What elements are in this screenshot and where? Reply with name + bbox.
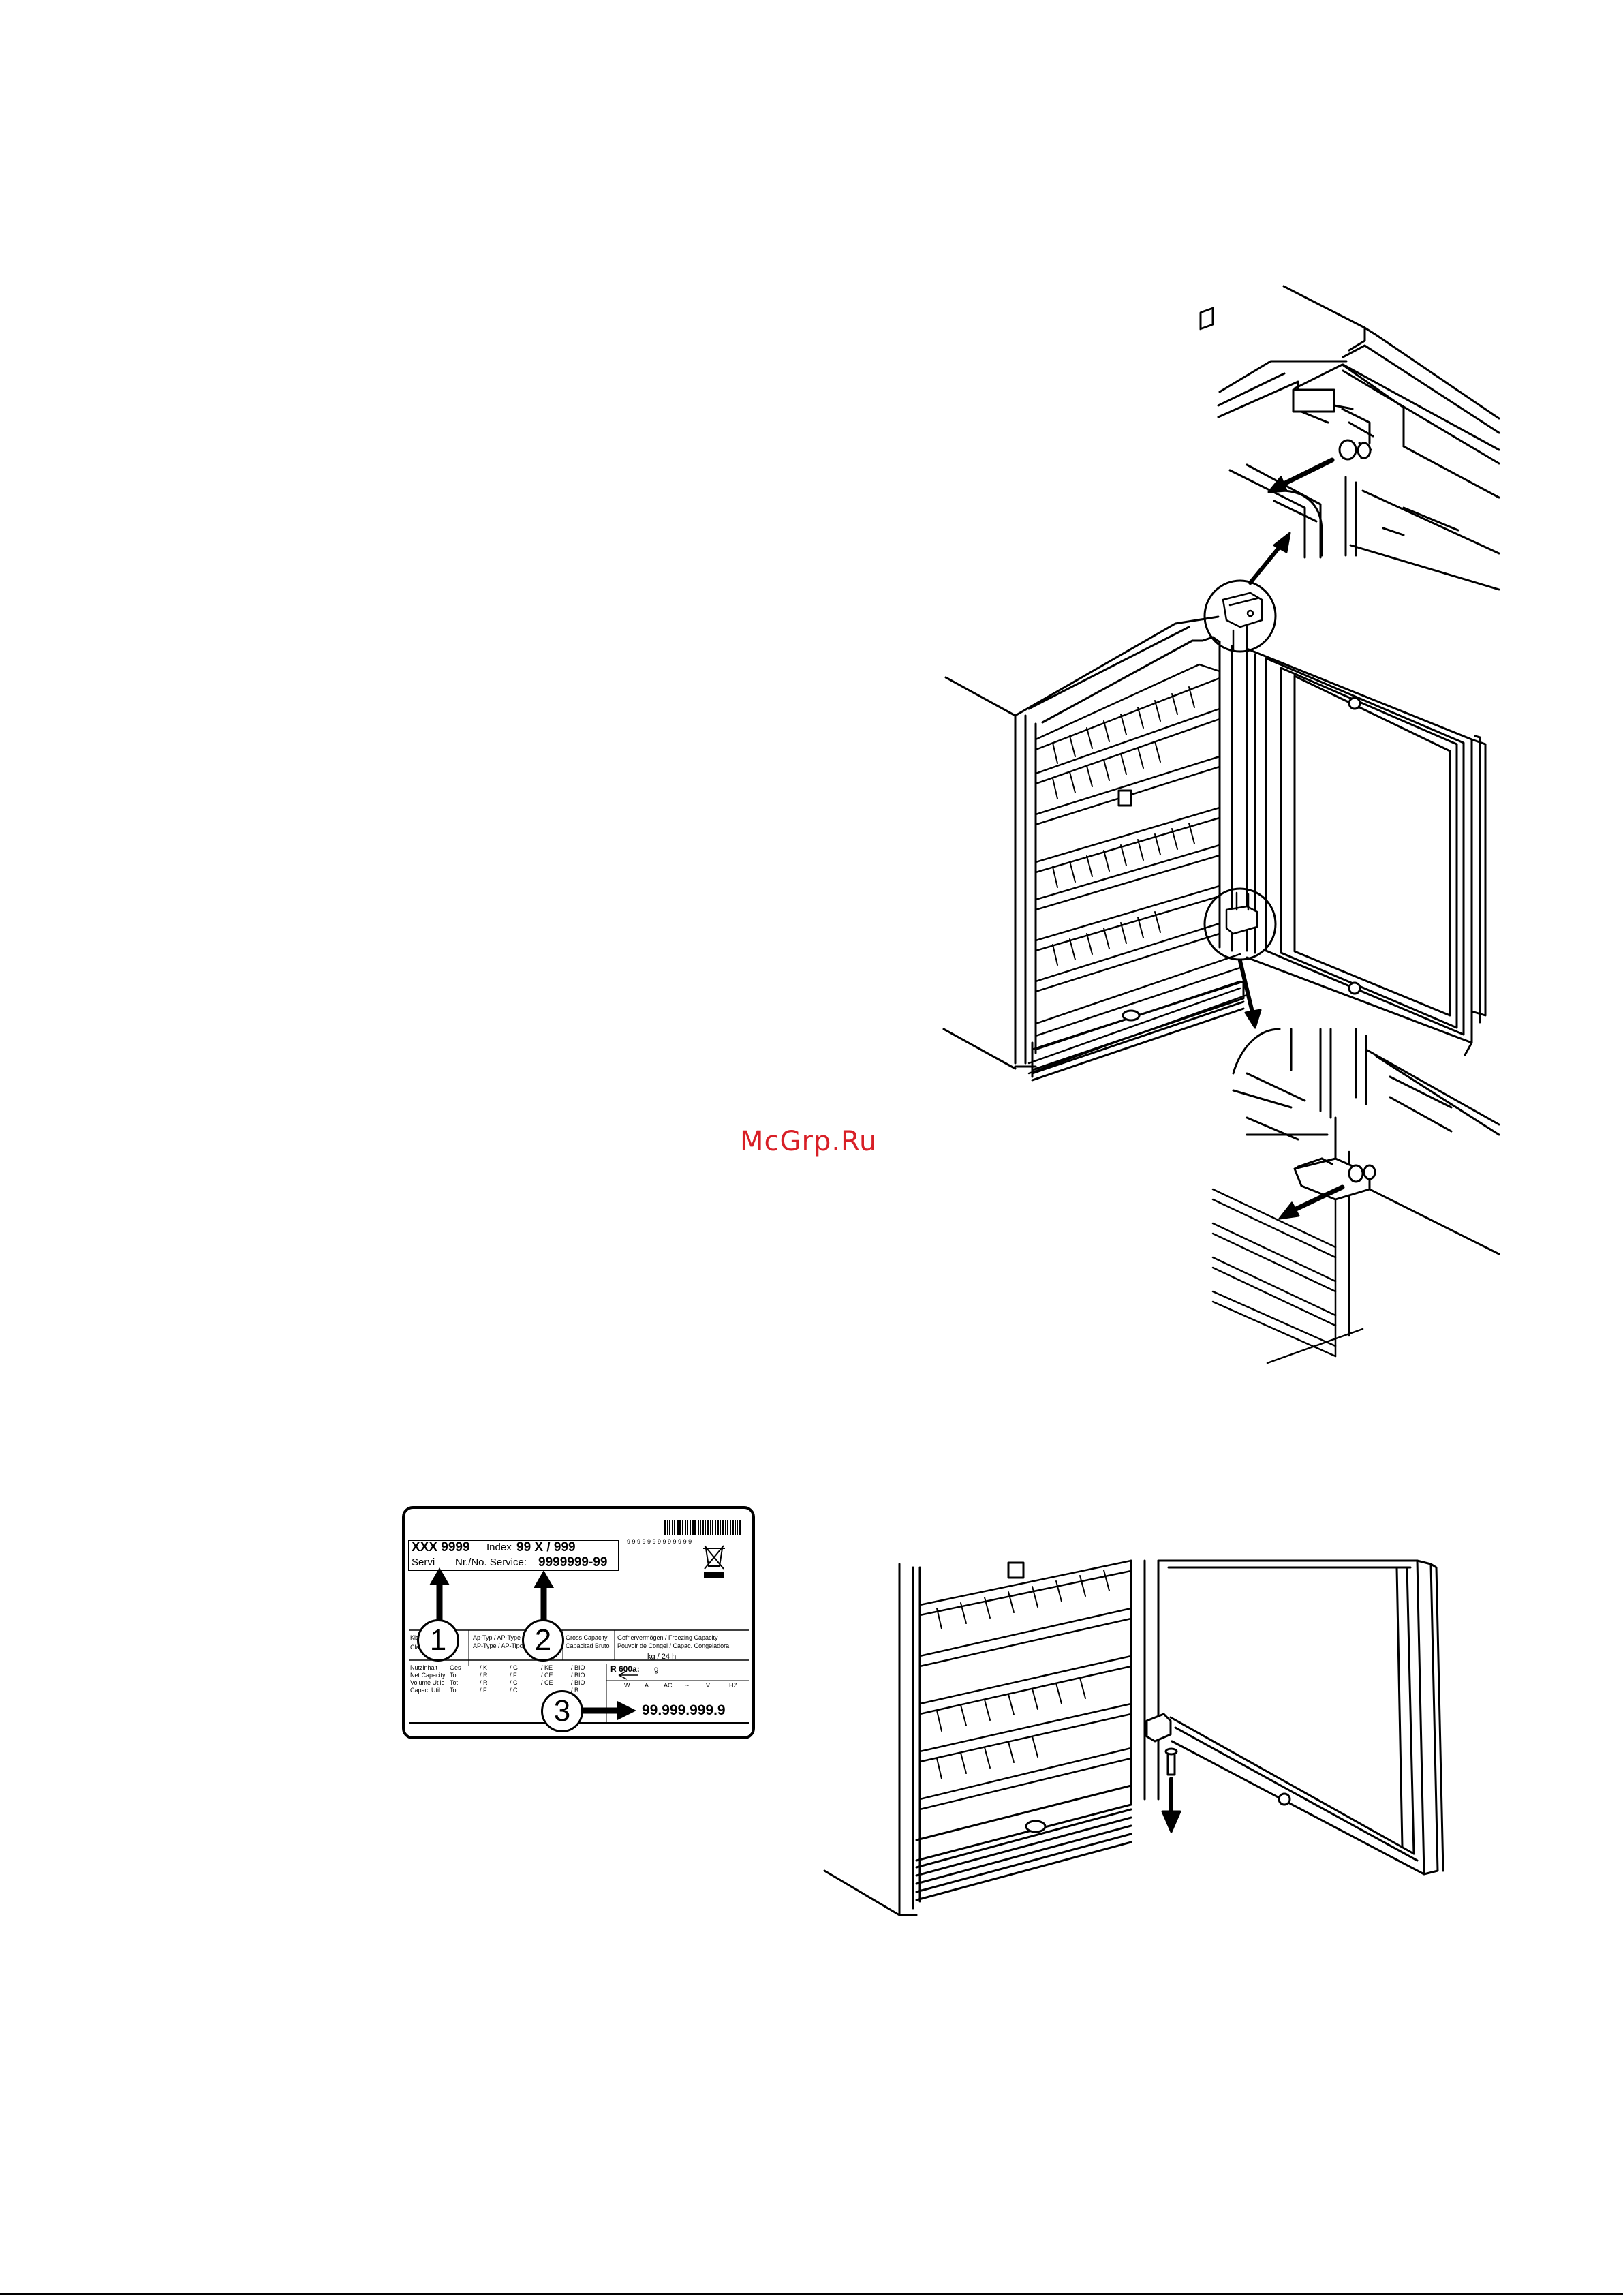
upper-hinge-detail: [1217, 285, 1500, 591]
serial-number: 99.999.999.9: [642, 1702, 726, 1718]
gross-capacity-label-2: Capacitad Bruto: [566, 1642, 610, 1649]
refrigerant-unit: g: [654, 1664, 659, 1674]
service-label: Nr./No. Service:: [455, 1557, 527, 1568]
lower-hinge-detail: [1211, 1028, 1500, 1364]
freezing-capacity-label-2: Pouvoir de Congel / Capac. Congeladora: [617, 1642, 730, 1649]
lower-hinge-zoom-contents: [1225, 891, 1258, 935]
footer-rule: [0, 2293, 1623, 2295]
class-label: Cla: [410, 1644, 420, 1651]
freezing-capacity-label: Gefriervermögen / Freezing Capacity: [617, 1634, 718, 1641]
callout-1: 1: [417, 1619, 459, 1662]
ap-type-label-2: AP-Type / AP-Tipo: [473, 1642, 523, 1649]
electrical-units: W A AC ~ V HZ: [624, 1682, 737, 1689]
upper-hinge-zoom-contents: [1222, 592, 1263, 652]
appliance-hinge-illustration: [942, 285, 1500, 1364]
upper-hinge-callout: [1203, 579, 1277, 653]
watermark-text: McGrp.Ru: [740, 1126, 878, 1157]
weee-bin-icon: [703, 1545, 725, 1578]
rating-plate: XXX 9999 Index 99 X / 999 Servi Nr./No. …: [402, 1506, 756, 1742]
index-value: 99 X / 999: [516, 1540, 576, 1555]
callout-3: 3: [541, 1690, 583, 1732]
service-prefix: Servi: [412, 1557, 435, 1568]
wine-cabinet: [942, 307, 1487, 1082]
index-label: Index: [486, 1542, 512, 1553]
ap-type-label-1: Ap-Typ / AP-Type: [473, 1634, 521, 1641]
klasse-label: Klas: [410, 1634, 422, 1641]
refrigerant-label: R 600a:: [610, 1664, 640, 1674]
model-number: XXX 9999: [412, 1540, 470, 1555]
service-number: 9999999-99: [538, 1555, 608, 1570]
barcode-digits: 9 9 9 9 9 9 9 9 9 9 9 9 9: [627, 1538, 692, 1545]
barcode: [664, 1520, 741, 1535]
door-pin-illustration: [823, 1559, 1444, 1916]
callout-2: 2: [522, 1619, 564, 1662]
kg-per-day: kg / 24 h: [647, 1653, 677, 1661]
gross-capacity-label: Gross Capacity: [566, 1634, 608, 1641]
